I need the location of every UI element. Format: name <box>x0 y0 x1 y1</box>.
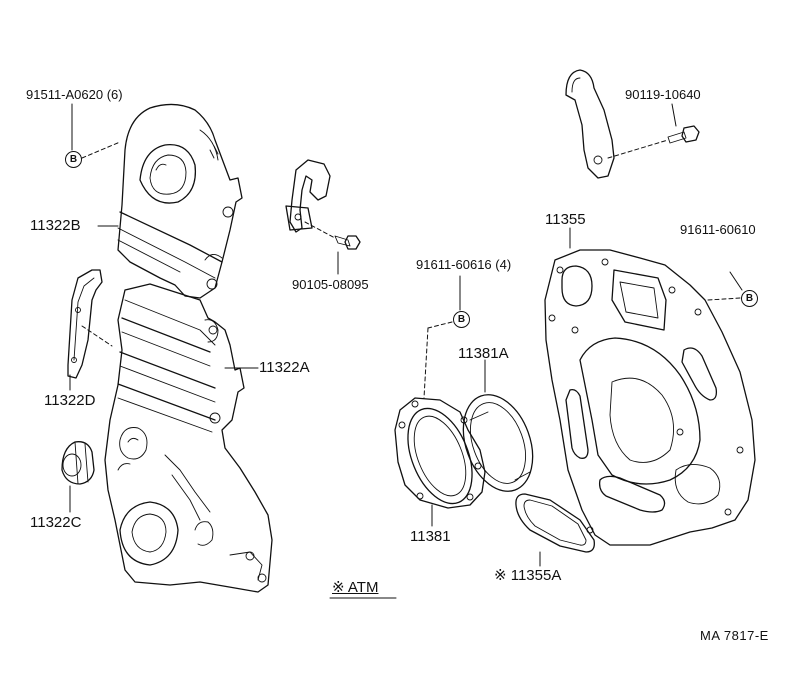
label-91611-60610: 91611-60610 <box>680 222 756 237</box>
bracket-90105-drawing <box>285 159 361 250</box>
label-91511-a0620: 91511-A0620 (6) <box>26 87 123 102</box>
badge-b-91611-60610: B <box>741 290 758 307</box>
label-90105-08095: 90105-08095 <box>292 277 369 292</box>
badge-b-91511: B <box>65 151 82 168</box>
end-plate-11355-drawing <box>544 249 756 546</box>
label-11322d: 11322D <box>44 392 96 409</box>
cover-11355a-drawing <box>515 493 595 553</box>
leader-lines <box>69 103 743 599</box>
label-11355a: ※ 11355A <box>494 567 562 584</box>
label-11381: 11381 <box>410 528 451 545</box>
label-90119-10640: 90119-10640 <box>625 87 701 102</box>
badge-b-91611-60616: B <box>453 311 470 328</box>
lower-timing-cover-11322a-drawing <box>104 283 273 593</box>
label-11355: 11355 <box>545 211 586 228</box>
label-11322a: 11322A <box>259 359 310 376</box>
bracket-90119-drawing <box>565 69 700 179</box>
seal-retainer-11381-drawing <box>394 397 486 509</box>
label-91611-60616: 91611-60616 (4) <box>416 257 512 272</box>
label-11322c: 11322C <box>30 514 82 531</box>
plate-11322d-drawing <box>67 269 113 379</box>
upper-timing-cover-11322b-drawing <box>117 103 243 299</box>
oil-seal-11381a-drawing <box>462 394 534 492</box>
label-11381a: 11381A <box>458 345 509 362</box>
plug-11322c-drawing <box>61 441 95 485</box>
label-atm-note: ※ ATM <box>332 579 379 596</box>
diagram-reference-code: MA 7817-E <box>700 628 769 643</box>
label-11322b: 11322B <box>30 217 81 234</box>
